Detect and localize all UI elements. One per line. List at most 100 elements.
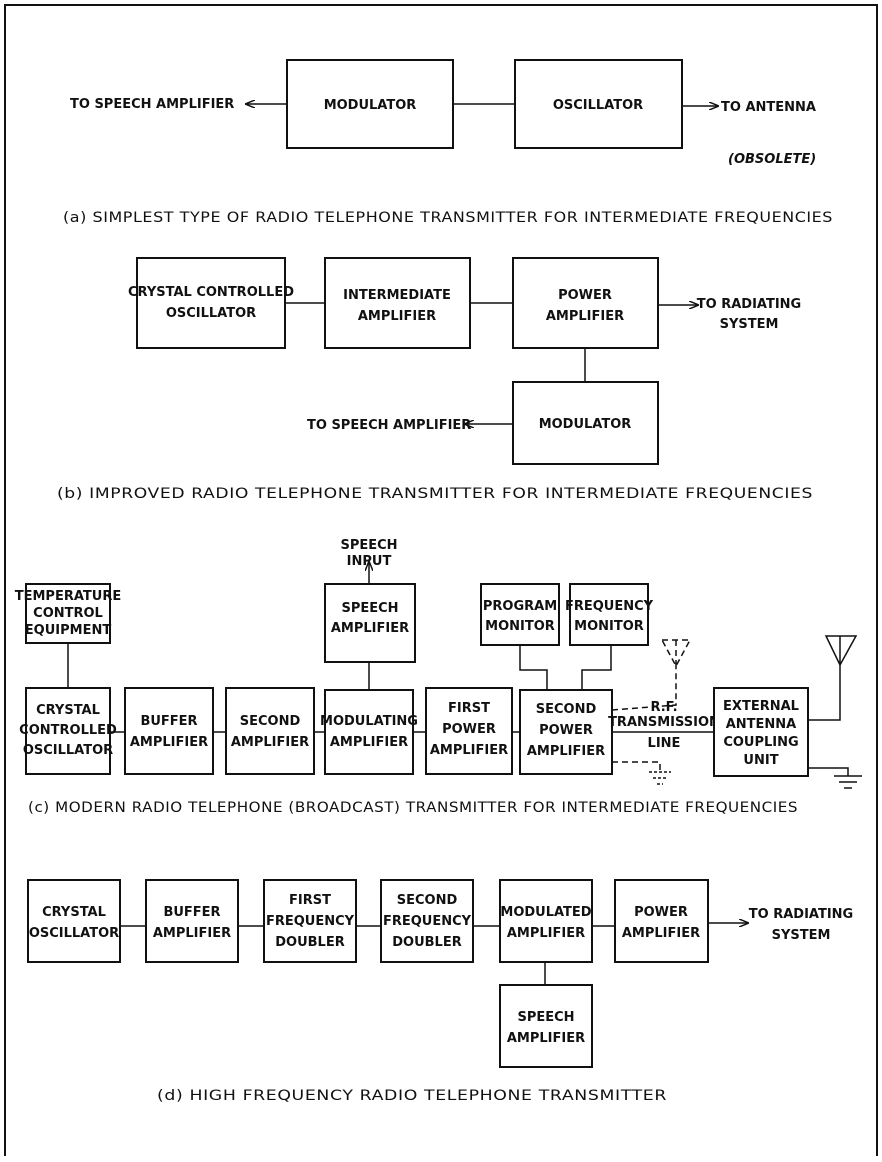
label-d-modulated-1: MODULATED xyxy=(500,905,591,920)
label-d-to-radiating-1: TO RADIATING xyxy=(749,907,853,922)
block-c-frequency-monitor xyxy=(569,583,649,646)
label-d-power-1: POWER xyxy=(634,905,688,920)
block-d-modulated xyxy=(499,879,593,963)
block-c-second-power xyxy=(519,689,613,775)
label-c-second-power-3: AMPLIFIER xyxy=(527,744,605,759)
block-c-coupling xyxy=(713,687,809,777)
label-b-to-radiating-1: TO RADIATING xyxy=(697,297,801,312)
label-d-first-doubler-3: DOUBLER xyxy=(275,935,344,950)
block-b-crystal xyxy=(136,257,286,349)
label-c-rf-2: TRANSMISSION xyxy=(608,715,720,730)
label-c-crystal-2: CONTROLLED xyxy=(19,723,117,738)
block-a-modulator xyxy=(286,59,454,149)
label-d-first-doubler-2: FREQUENCY xyxy=(266,914,355,929)
label-c-program-1: PROGRAM xyxy=(483,599,557,614)
antenna-icon xyxy=(824,635,858,667)
ground-icon xyxy=(834,775,862,789)
dummy-antenna-icon xyxy=(660,639,692,668)
label-c-coupling-1: EXTERNAL xyxy=(723,699,799,714)
caption-b: (b) IMPROVED RADIO TELEPHONE TRANSMITTER… xyxy=(57,486,813,502)
wire-c-frequency xyxy=(581,645,612,690)
label-b-modulator: MODULATOR xyxy=(539,417,632,432)
label-d-second-doubler-2: FREQUENCY xyxy=(383,914,472,929)
diagram-a: TO SPEECH AMPLIFIER MODULATOR OSCILLATOR… xyxy=(63,59,833,226)
label-a-to-speech: TO SPEECH AMPLIFIER xyxy=(70,97,234,112)
label-c-speech-input-2: INPUT xyxy=(347,554,392,569)
label-b-power-1: POWER xyxy=(558,288,612,303)
label-c-program-2: MONITOR xyxy=(485,619,555,634)
wire-c-ground xyxy=(808,767,849,776)
label-a-obsolete: (OBSOLETE) xyxy=(728,152,816,167)
block-d-power xyxy=(614,879,709,963)
label-d-modulated-2: AMPLIFIER xyxy=(507,926,585,941)
label-c-speech-amp-1: SPEECH xyxy=(341,601,398,616)
label-a-to-antenna: TO ANTENNA xyxy=(721,100,816,115)
label-c-temperature-1: TEMPERATURE xyxy=(15,589,121,604)
label-b-intermediate-1: INTERMEDIATE xyxy=(343,288,451,303)
block-c-program-monitor xyxy=(480,583,560,646)
label-c-second-amp-1: SECOND xyxy=(240,714,301,729)
block-d-buffer xyxy=(145,879,239,963)
block-c-modulating xyxy=(324,689,414,775)
block-b-modulator xyxy=(512,381,659,465)
block-d-speech xyxy=(499,984,593,1068)
label-b-power-2: AMPLIFIER xyxy=(546,309,624,324)
block-c-temperature xyxy=(25,583,111,644)
label-c-frequency-1: FREQUENCY xyxy=(565,599,654,614)
block-c-second-amp xyxy=(225,687,315,775)
block-d-first-doubler xyxy=(263,879,357,963)
label-d-speech-1: SPEECH xyxy=(517,1010,574,1025)
block-c-speech-amp xyxy=(324,583,416,663)
label-d-speech-2: AMPLIFIER xyxy=(507,1031,585,1046)
label-d-buffer-2: AMPLIFIER xyxy=(153,926,231,941)
label-d-power-2: AMPLIFIER xyxy=(622,926,700,941)
wire-c-dummy-ground xyxy=(612,761,661,772)
block-d-second-doubler xyxy=(380,879,474,963)
block-d-crystal xyxy=(27,879,121,963)
label-c-modulating-2: AMPLIFIER xyxy=(330,735,408,750)
label-c-frequency-2: MONITOR xyxy=(574,619,644,634)
block-c-crystal xyxy=(25,687,111,775)
label-d-second-doubler-1: SECOND xyxy=(397,893,458,908)
caption-c: (c) MODERN RADIO TELEPHONE (BROADCAST) T… xyxy=(28,800,798,816)
block-b-power xyxy=(512,257,659,349)
label-c-first-power-1: FIRST xyxy=(448,701,490,716)
label-c-second-amp-2: AMPLIFIER xyxy=(231,735,309,750)
label-a-modulator: MODULATOR xyxy=(324,98,417,113)
label-d-first-doubler-1: FIRST xyxy=(289,893,331,908)
label-c-second-power-1: SECOND xyxy=(536,702,597,717)
wire-c-antenna xyxy=(808,665,841,721)
label-c-rf-3: LINE xyxy=(648,736,681,751)
label-c-first-power-2: POWER xyxy=(442,722,496,737)
label-c-speech-amp-2: AMPLIFIER xyxy=(331,621,409,636)
label-c-buffer-2: AMPLIFIER xyxy=(130,735,208,750)
label-b-crystal-2: OSCILLATOR xyxy=(166,306,256,321)
label-c-coupling-4: UNIT xyxy=(743,753,778,768)
label-c-temperature-3: EQUIPMENT xyxy=(25,623,112,638)
label-c-coupling-2: ANTENNA xyxy=(726,717,797,732)
caption-d: (d) HIGH FREQUENCY RADIO TELEPHONE TRANS… xyxy=(157,1088,667,1104)
caption-a: (a) SIMPLEST TYPE OF RADIO TELEPHONE TRA… xyxy=(63,210,833,226)
label-a-oscillator: OSCILLATOR xyxy=(553,98,643,113)
label-b-to-radiating-2: SYSTEM xyxy=(720,317,779,332)
label-d-crystal-2: OSCILLATOR xyxy=(29,926,119,941)
label-c-crystal-3: OSCILLATOR xyxy=(23,743,113,758)
label-c-speech-input-1: SPEECH xyxy=(340,538,397,553)
label-d-crystal-1: CRYSTAL xyxy=(42,905,106,920)
label-b-crystal-1: CRYSTAL CONTROLLED xyxy=(128,285,294,300)
wire-c-dummy-antenna xyxy=(611,666,677,711)
diagram-c: TEMPERATURE CONTROL EQUIPMENT SPEECH INP… xyxy=(15,538,862,816)
diagram-d: CRYSTAL OSCILLATOR BUFFER AMPLIFIER FIRS… xyxy=(27,879,853,1104)
dummy-ground-icon xyxy=(649,771,671,785)
label-d-buffer-1: BUFFER xyxy=(163,905,220,920)
page-frame xyxy=(4,4,878,1156)
label-c-temperature-2: CONTROL xyxy=(33,606,103,621)
label-c-second-power-2: POWER xyxy=(539,723,593,738)
label-c-buffer-1: BUFFER xyxy=(140,714,197,729)
label-c-crystal-1: CRYSTAL xyxy=(36,703,100,718)
label-d-second-doubler-3: DOUBLER xyxy=(392,935,461,950)
label-b-to-speech: TO SPEECH AMPLIFIER xyxy=(307,418,471,433)
label-c-modulating-1: MODULATING xyxy=(320,714,418,729)
block-b-intermediate xyxy=(324,257,471,349)
